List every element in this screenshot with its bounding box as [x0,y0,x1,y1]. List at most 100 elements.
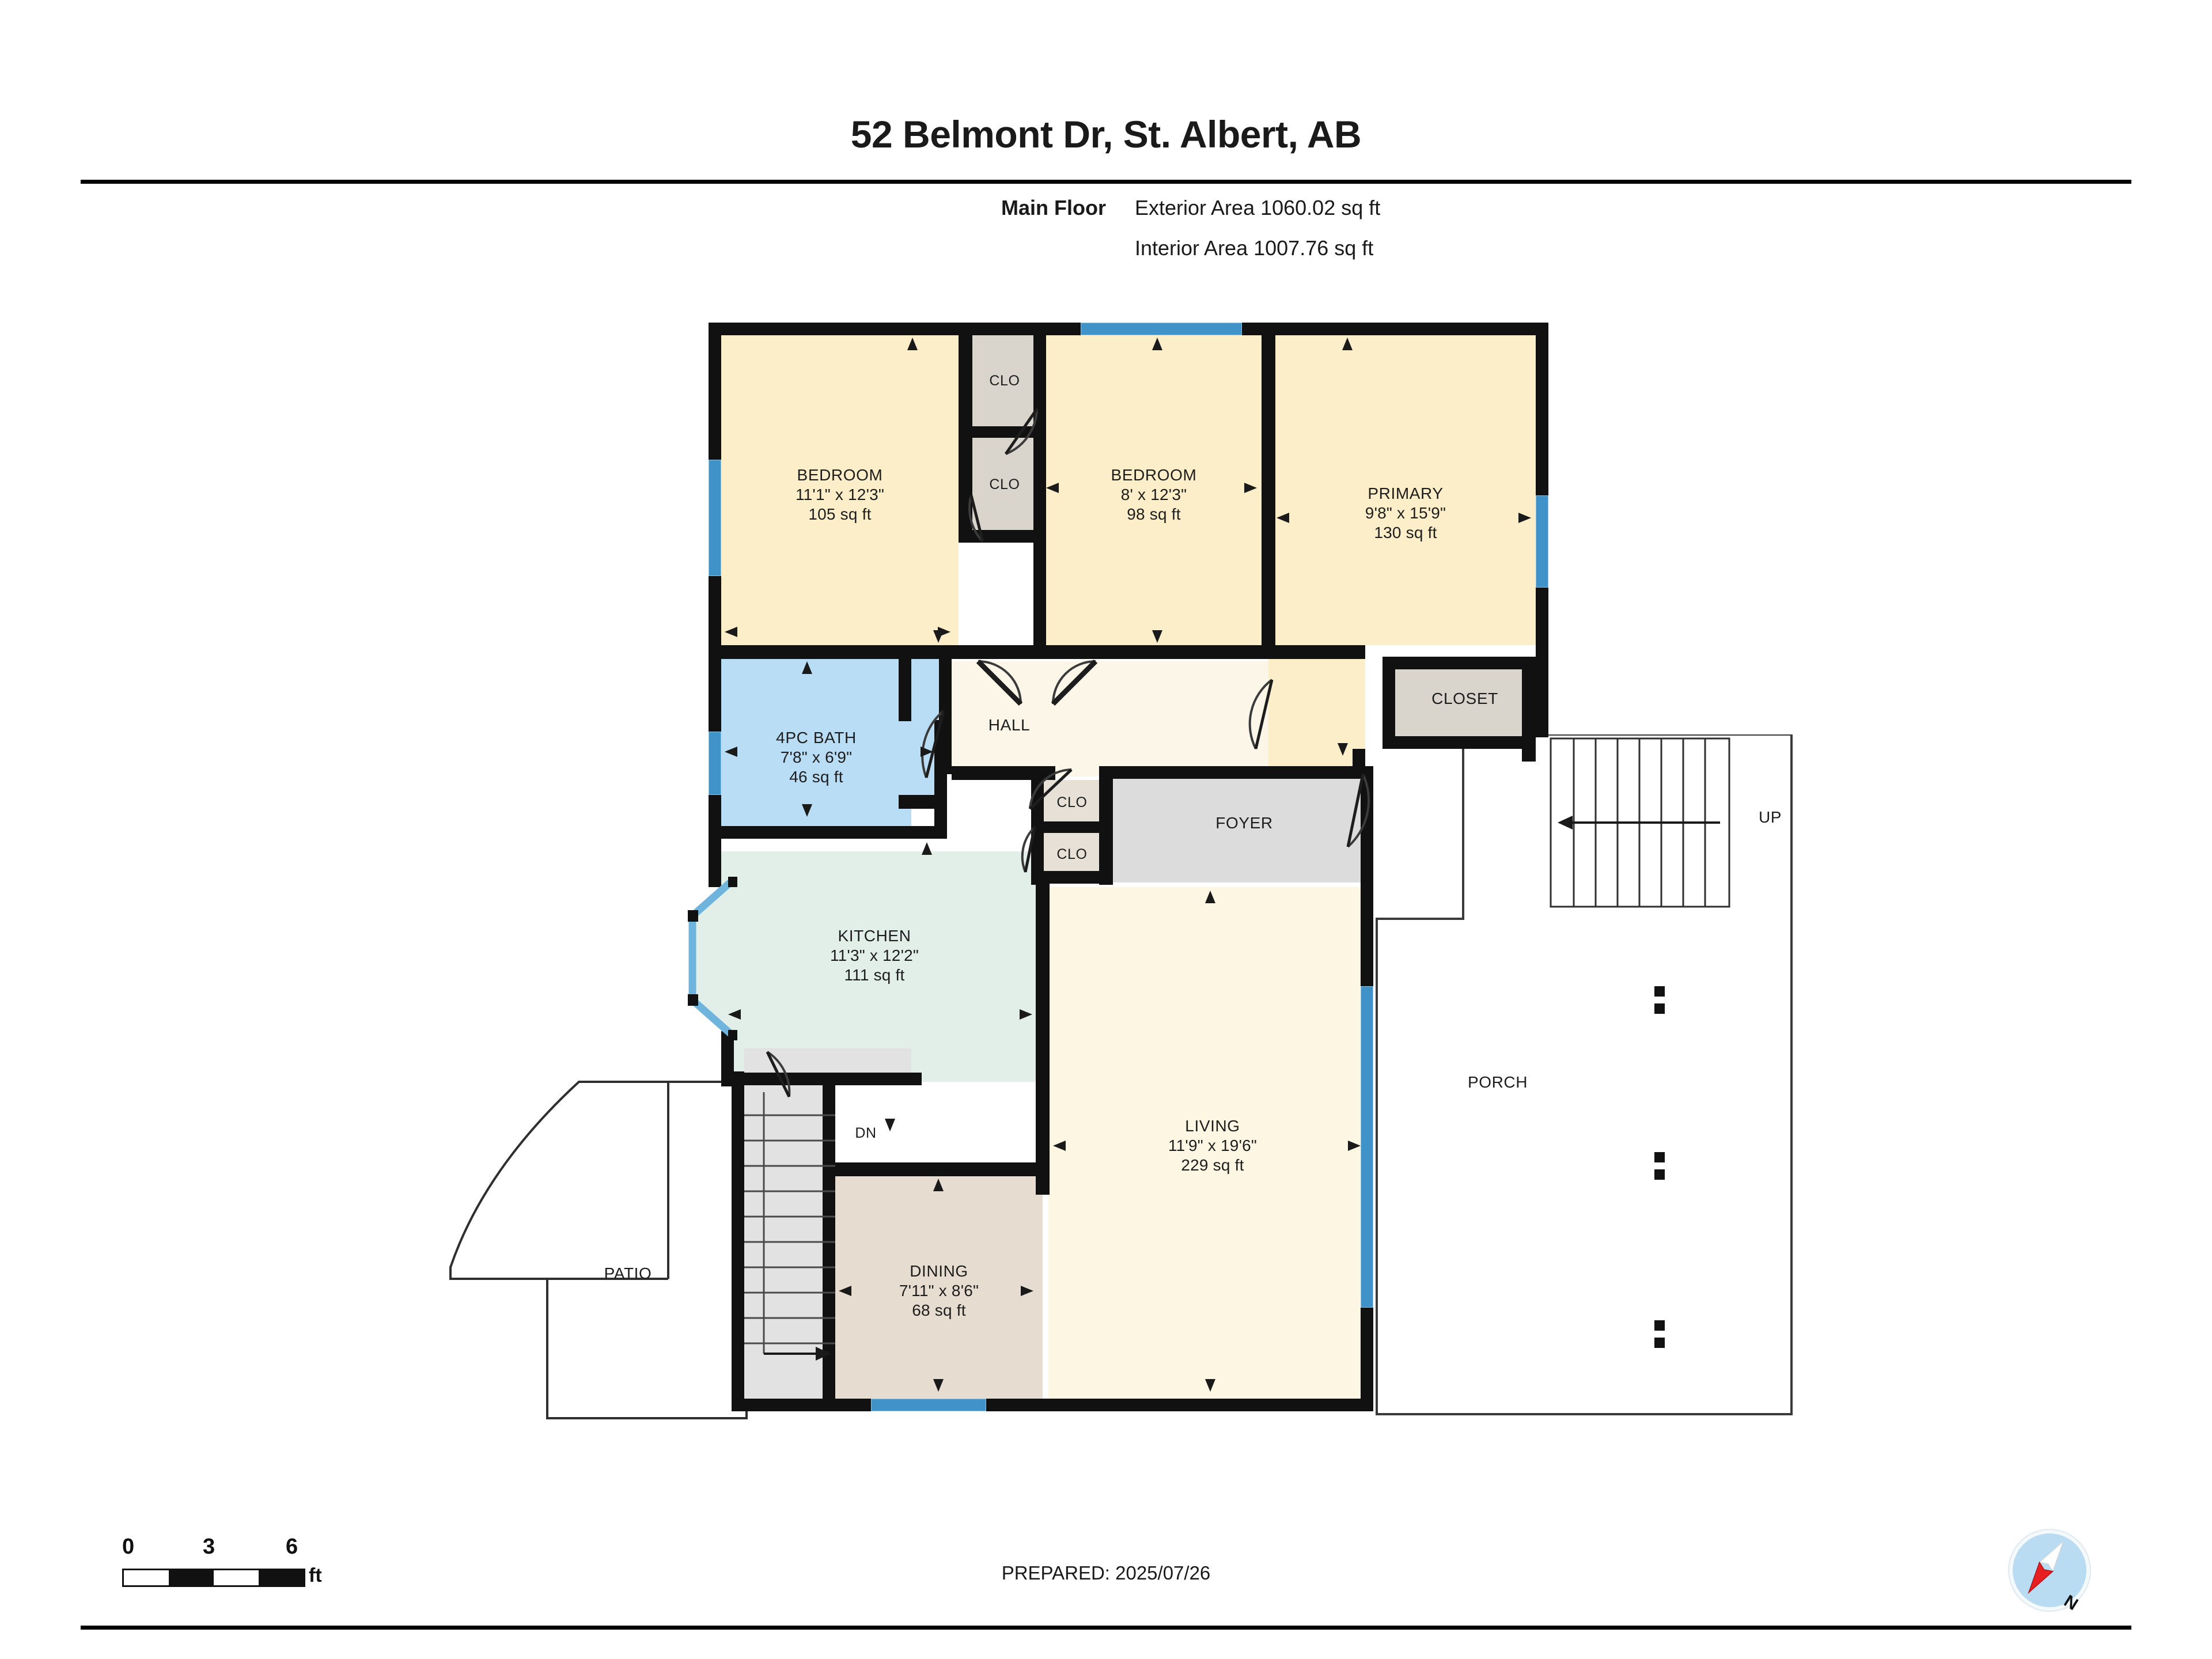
room-bath-notch [760,646,947,798]
stair-down-treads [744,1092,835,1361]
dimension-arrow [921,747,933,757]
dimension-arrow [1152,338,1162,350]
closet-clo-4 [1044,832,1099,877]
room-living [1048,887,1368,1406]
wall-dining-top [834,1162,1050,1176]
window-bedroom1-left [709,460,721,576]
dimension-arrow [1046,483,1059,493]
wall-bath-bottom [721,826,947,839]
porch-post [1654,1169,1665,1180]
dimension-arrow [802,661,812,674]
dimension-arrow [1348,1141,1361,1151]
dimension-arrow [933,1179,944,1191]
door-swings-hall [976,659,1274,749]
room-label-bedroom-2: BEDROOM 8' x 12'3" 98 sq ft [1111,466,1197,524]
room-label-closet: CLOSET [1431,690,1498,707]
dimension-arrow [839,1286,851,1296]
floor-label: Main Floor [1001,196,1106,219]
porch-post [1654,1338,1665,1348]
dimension-arrow [1205,1379,1215,1392]
room-label-kitchen: KITCHEN 11'3" x 12'2" 111 sq ft [830,927,919,984]
exterior-wall-foyer-right [1361,766,1373,887]
porch-label: PORCH [1467,1073,1528,1091]
door-swings-clo-foyer [1021,768,1073,873]
exterior-area-text: Exterior Area 1060.02 sq ft [1135,196,1381,219]
dimension-arrow [1277,513,1289,523]
closet-clo-1 [972,334,1037,426]
room-bedroom-2 [1046,334,1262,645]
room-hall [952,661,1268,777]
wall-closet-divider [972,426,1037,438]
window-bath-left [709,732,721,795]
closet-label-clo-2: CLO [989,476,1020,493]
dimension-arrow [1518,513,1531,523]
page-title: 52 Belmont Dr, St. Albert, AB [850,113,1362,156]
room-label-living: LIVING 11'9" x 19'6" 229 sq ft [1168,1117,1257,1175]
header-divider [81,180,2131,184]
exterior-wall-right-b [1536,588,1548,737]
stairs-up-label: UP [1758,808,1782,826]
window-bedroom2-top [1081,323,1242,335]
dimension-arrow [885,1119,895,1131]
room-label-dining: DINING 7'11" x 8'6" 68 sq ft [899,1262,979,1320]
wall-clo-divider [1043,821,1100,833]
wall-bedroom2-bottom [959,645,1365,659]
exterior-wall-left [709,323,721,460]
prepared-date: PREPARED: 2025/07/26 [1001,1562,1211,1584]
room-hall-ext [1268,645,1365,777]
exterior-wall-living-right [1361,882,1373,986]
stair-up-treads [1550,737,1730,908]
dimension-arrow [725,627,737,637]
stairs-down-label: DN [855,1125,877,1141]
exterior-wall-closet-bottom [1382,736,1536,749]
exterior-wall-left-d [721,1031,734,1086]
scale-tick-6: 6 [286,1535,298,1559]
scale-segment [259,1570,304,1585]
dimension-arrow [922,842,932,855]
wall-bath-right [899,646,911,721]
closet-label-clo-1: CLO [989,373,1020,389]
room-dining [834,1175,1043,1406]
scale-bar [122,1569,305,1587]
dimension-arrow [725,747,737,757]
exterior-wall-left-e [732,1071,744,1411]
room-bedroom-1 [721,334,959,645]
dimension-arrow [1021,1286,1033,1296]
wall-clo-bottom [1031,871,1113,884]
dimension-arrow [1152,630,1162,643]
door-swings-clo-bedroom [968,408,1039,543]
scale-tick-0: 0 [122,1535,135,1559]
dimension-arrow [802,804,812,817]
window-dining-bottom [871,1399,986,1411]
dimension-arrow [933,630,944,643]
room-primary [1275,334,1536,645]
room-closet [1394,668,1535,736]
scale-segment [124,1570,169,1585]
wall-closet-bottom [959,530,1037,543]
door-swing-foyer-entry [1346,774,1370,848]
room-label-hall: HALL [988,716,1031,734]
patio-label: PATIO [604,1264,652,1282]
scale-segment [169,1570,214,1585]
door-swing-kitchen-stair [766,1051,791,1098]
dimension-arrow [728,1009,741,1020]
footer-divider [81,1626,2131,1630]
dimension-arrow [933,1379,944,1392]
exterior-wall-left-b [709,576,721,732]
porch-post [1654,1003,1665,1014]
closet-clo-2 [972,438,1037,530]
wall-clo-right [1099,766,1113,885]
wall-hall-left [939,659,952,774]
wall-bath-notch [899,795,947,809]
wall-foyer-top [1113,766,1366,779]
window-primary-right [1536,495,1548,588]
dimension-arrow [1338,743,1348,756]
kitchen-bay-window-bay [691,881,732,1033]
room-label-bath: 4PC BATH 7'8" x 6'9" 46 sq ft [776,729,857,786]
wall-bedroom1-bottom [721,645,959,659]
compass-rose-icon: N [2005,1525,2091,1614]
wall-closet-bedroom2 [1033,323,1046,645]
dimension-arrow [1020,1009,1032,1020]
